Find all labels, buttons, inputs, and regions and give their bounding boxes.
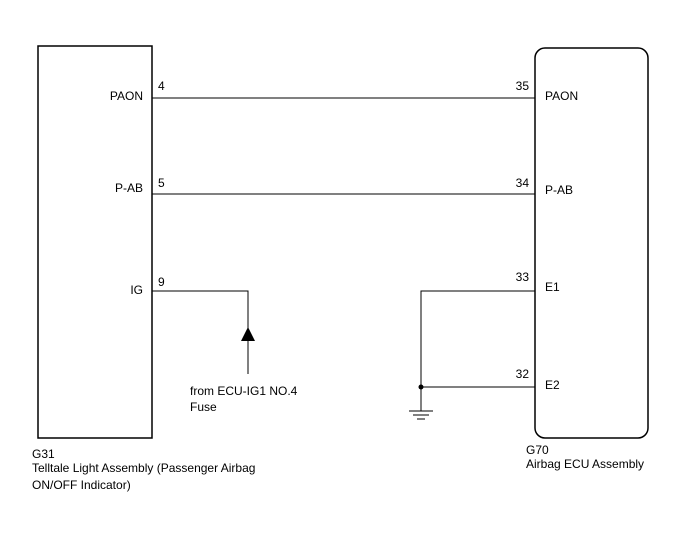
right-pin-label-paon: PAON (545, 89, 578, 103)
right-pin-label-e2: E2 (545, 378, 560, 392)
right-pin-number-35: 35 (516, 79, 530, 93)
right-component-code: G70 (526, 443, 549, 457)
right-component-name: Airbag ECU Assembly (526, 457, 644, 471)
left-component-name-line2: ON/OFF Indicator) (32, 478, 131, 492)
left-pin-label-p-ab: P-AB (115, 181, 143, 195)
power-arrow-icon (241, 327, 255, 341)
wire-e1 (420, 290, 535, 411)
left-pin-number-5: 5 (158, 176, 165, 190)
left-pin-label-paon: PAON (110, 89, 143, 103)
ground-icon (409, 410, 433, 420)
right-pin-number-34: 34 (516, 176, 530, 190)
right-pin-number-33: 33 (516, 270, 530, 284)
airbag-ecu-assembly-box (534, 47, 649, 439)
right-pin-number-32: 32 (516, 367, 530, 381)
left-pin-number-4: 4 (158, 79, 165, 93)
left-component-name-line1: Telltale Light Assembly (Passenger Airba… (32, 461, 255, 475)
right-pin-label-p-ab: P-AB (545, 183, 573, 197)
wire-ig (152, 290, 249, 374)
power-source-line1: from ECU-IG1 NO.4 (190, 384, 298, 398)
left-component-code: G31 (32, 447, 55, 461)
junction-dot (418, 384, 424, 390)
power-source-line2: Fuse (190, 400, 217, 414)
right-pin-label-e1: E1 (545, 280, 560, 294)
telltale-light-assembly-box (37, 45, 153, 439)
left-pin-label-ig: IG (130, 283, 143, 297)
left-pin-number-9: 9 (158, 275, 165, 289)
